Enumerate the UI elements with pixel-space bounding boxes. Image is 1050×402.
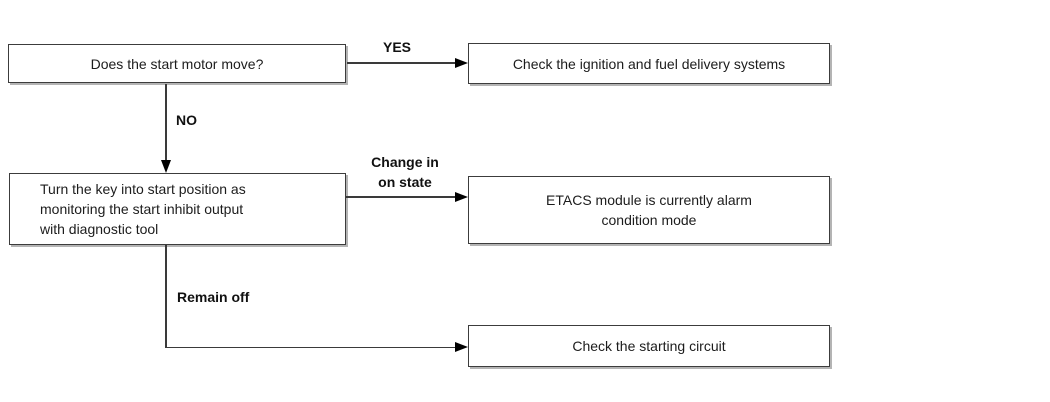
arrowhead-down-icon [161,160,171,173]
connector-no-line [165,84,167,162]
edge-label-yes: YES [383,39,412,55]
arrowhead-right-icon [455,58,468,68]
flow-node-key-instruction: Turn the key into start position as moni… [9,173,346,245]
arrowhead-right-icon [455,342,468,352]
flow-node-start-question: Does the start motor move? [8,44,346,83]
connector-remain-off-vline [165,245,167,348]
flow-node-starting-circuit-result: Check the starting circuit [468,325,830,367]
flow-node-etacs-result: ETACS module is currently alarm conditio… [468,176,830,244]
edge-label-remain-off: Remain off [177,289,250,305]
connector-remain-off-hline [165,346,457,348]
edge-label-change-in-on-state: Change in on state [371,154,439,190]
arrowhead-right-icon [455,192,468,202]
connector-change-line [346,196,457,198]
edge-label-no: NO [176,112,197,128]
connector-yes-line [347,62,457,64]
flow-node-ignition-result: Check the ignition and fuel delivery sys… [468,43,830,84]
